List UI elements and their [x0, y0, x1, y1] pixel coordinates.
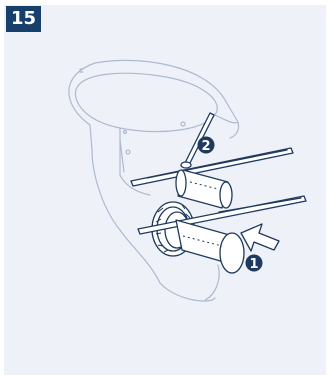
lower-shaft	[176, 220, 244, 273]
callout-1-label: 1	[249, 257, 258, 272]
callout-1: 1	[246, 255, 263, 273]
callout-2-label: 2	[201, 139, 210, 154]
upper-shaft	[176, 170, 232, 208]
callout-2: 2	[198, 137, 215, 155]
press-arrow-icon	[241, 224, 279, 251]
